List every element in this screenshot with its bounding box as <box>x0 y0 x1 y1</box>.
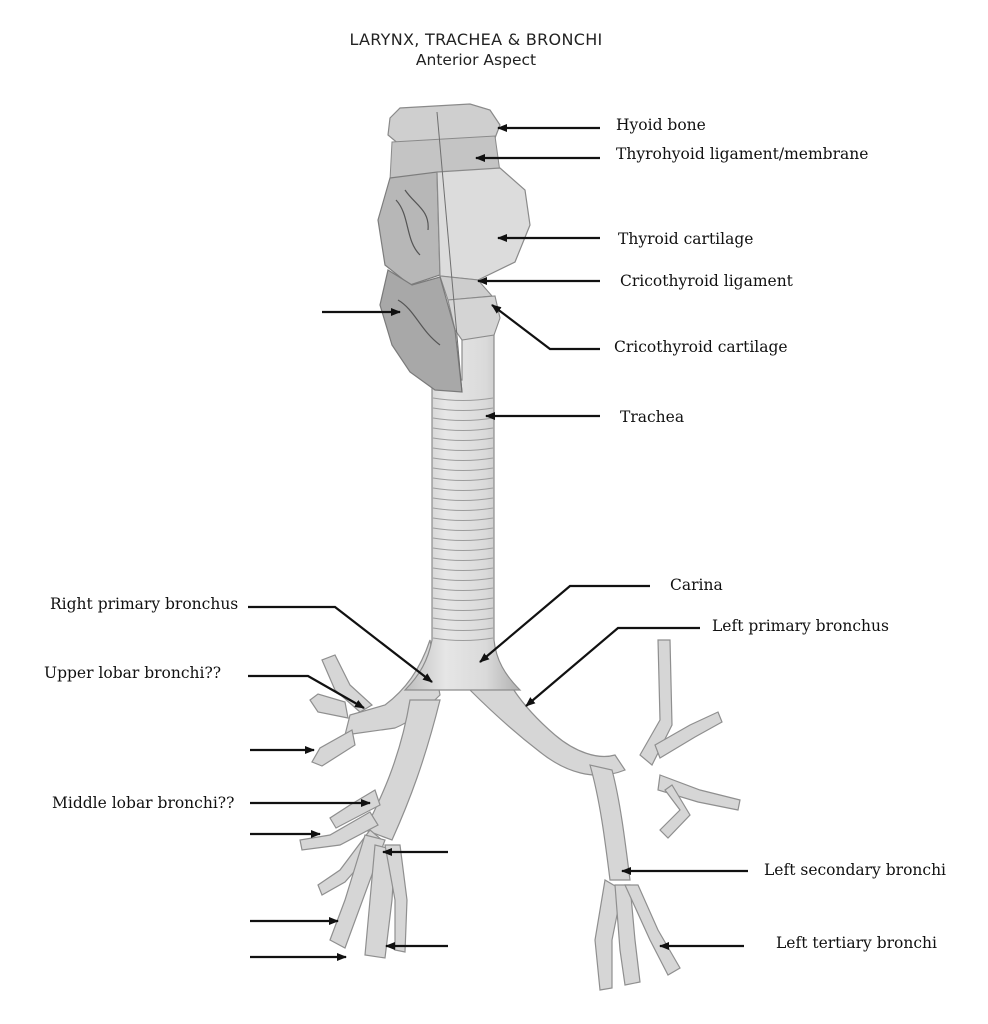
label-left-primary-bronchus: Left primary bronchus <box>712 617 889 635</box>
tracheal-ring <box>432 607 494 611</box>
tracheal-ring <box>432 467 494 471</box>
tracheal-ring <box>432 487 494 491</box>
left-secondary-bronchi-shape <box>589 764 631 881</box>
label-cricothyroid-ligament: Cricothyroid ligament <box>620 272 793 290</box>
label-upper-lobar-bronchi: Upper lobar bronchi?? <box>44 664 222 682</box>
left-primary-bronchus-shape <box>469 638 626 776</box>
tracheal-ring <box>432 597 494 601</box>
tracheal-ring <box>432 407 494 411</box>
tracheal-ring <box>432 447 494 451</box>
larynx-shape <box>377 103 531 393</box>
tracheal-ring <box>432 567 494 571</box>
label-cricothyroid-cartilage: Cricothyroid cartilage <box>614 338 788 356</box>
leader-arrows <box>248 124 748 961</box>
tracheal-ring <box>432 427 494 431</box>
diagram-title: LARYNX, TRACHEA & BRONCHI <box>349 30 603 49</box>
label-thyrohyoid: Thyrohyoid ligament/membrane <box>616 145 869 163</box>
tracheal-ring <box>432 627 494 631</box>
label-left-secondary-bronchi: Left secondary bronchi <box>764 861 947 879</box>
arrow-right-primary-bronchus <box>248 605 433 683</box>
tracheal-ring <box>432 577 494 581</box>
thyroid-cartilage-right-shape <box>377 171 441 286</box>
diagram-subtitle: Anterior Aspect <box>415 51 537 69</box>
right-lower-bronchus-shape <box>364 699 441 841</box>
tracheal-ring <box>432 527 494 531</box>
tracheal-ring <box>432 437 494 441</box>
label-trachea: Trachea <box>620 408 685 426</box>
label-right-primary-bronchus: Right primary bronchus <box>50 595 239 613</box>
label-left-tertiary-bronchi: Left tertiary bronchi <box>776 934 937 952</box>
right-lateral-larynx-shape <box>379 269 463 393</box>
bronchial-tree <box>299 638 741 991</box>
arrow-left-primary-bronchus <box>525 626 700 707</box>
tracheal-ring <box>432 547 494 551</box>
tracheal-ring <box>432 617 494 621</box>
arrow-cricothyroid-cartilage <box>491 304 600 351</box>
tracheal-ring <box>432 477 494 481</box>
arrow-carina <box>479 584 650 663</box>
trachea-shape <box>403 329 522 691</box>
tracheal-rings <box>432 397 494 641</box>
tracheal-ring <box>432 557 494 561</box>
tracheal-ring <box>432 397 494 401</box>
arrow-upper-lobar-bronchi <box>248 674 365 709</box>
label-thyroid-cartilage: Thyroid cartilage <box>618 230 754 248</box>
label-middle-lobar-bronchi: Middle lobar bronchi?? <box>52 794 235 812</box>
tracheal-ring <box>432 507 494 511</box>
tracheal-ring <box>432 517 494 521</box>
tracheal-ring <box>432 587 494 591</box>
label-carina: Carina <box>670 576 723 594</box>
tracheal-ring <box>432 537 494 541</box>
tracheal-ring <box>432 637 494 641</box>
tracheal-ring <box>432 497 494 501</box>
label-hyoid-bone: Hyoid bone <box>616 116 706 134</box>
tracheal-ring <box>432 457 494 461</box>
